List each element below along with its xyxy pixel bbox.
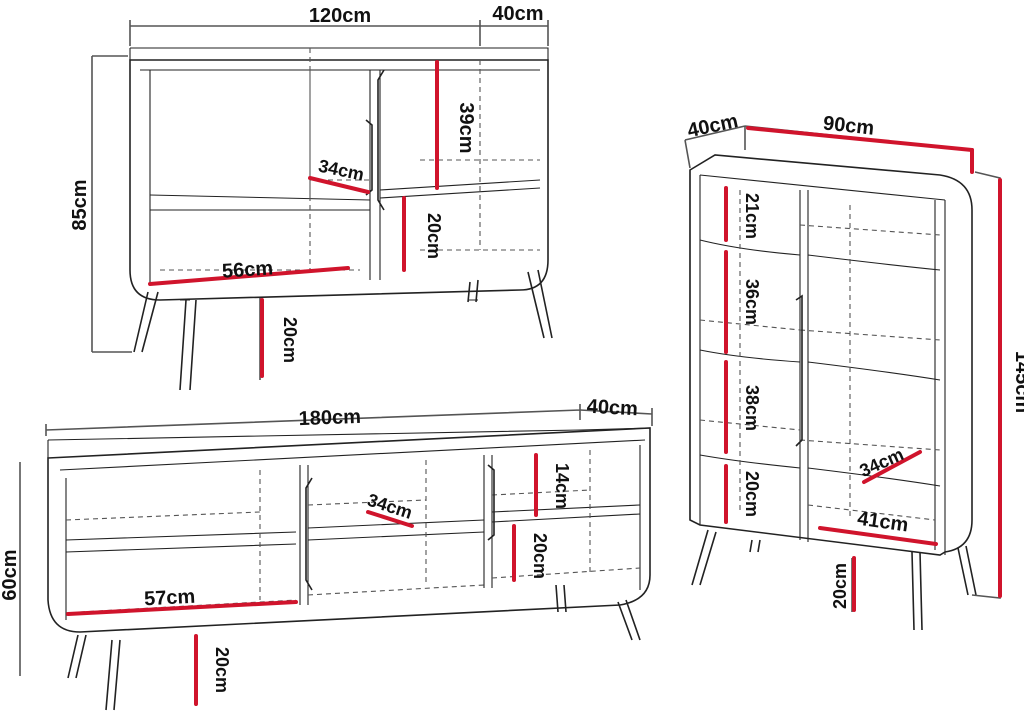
sideboard-leg-height-label: 20cm: [280, 317, 300, 363]
cabinet-height-label: 145cm: [1011, 351, 1024, 413]
tv-stand-leg-height-label: 20cm: [212, 647, 232, 693]
tv-stand-lower-height-label: 20cm: [530, 533, 550, 579]
cabinet-mid-height-label: 36cm: [742, 279, 762, 325]
tv-stand: 180cm 40cm 60cm 14cm 34cm 20cm 57cm 20cm: [0, 396, 653, 711]
sideboard-inner-width-label: 56cm: [221, 257, 274, 283]
cabinet-width-label: 90cm: [822, 112, 875, 139]
cabinet-depth-label: 40cm: [685, 110, 740, 142]
tv-stand-width-label: 180cm: [298, 406, 361, 430]
cabinet-leg-height-label: 20cm: [830, 563, 850, 609]
sideboard-shelf-height-label: 39cm: [455, 102, 477, 153]
cabinet-bottom-height-label: 20cm: [742, 471, 762, 517]
cabinet-shelf-depth-label: 34cm: [856, 444, 906, 481]
sideboard-depth-label: 40cm: [492, 3, 543, 25]
tv-stand-top-height-label: 14cm: [552, 463, 572, 509]
sideboard-lower-height-label: 20cm: [424, 213, 444, 259]
tv-stand-inner-width-label: 57cm: [144, 586, 196, 611]
cabinet-lower-height-label: 38cm: [742, 385, 762, 431]
tv-stand-height-label: 60cm: [0, 549, 21, 600]
cabinet-top-height-label: 21cm: [742, 193, 762, 239]
sideboard: 120cm 40cm 85cm 39cm 34cm 20cm 56cm 20cm: [69, 3, 553, 391]
sideboard-height-label: 85cm: [69, 179, 91, 230]
sideboard-width-label: 120cm: [309, 5, 371, 27]
cabinet: 40cm 90cm 145cm 21cm 36cm 38cm 20cm 34cm…: [684, 110, 1024, 631]
tv-stand-depth-label: 40cm: [586, 396, 638, 421]
